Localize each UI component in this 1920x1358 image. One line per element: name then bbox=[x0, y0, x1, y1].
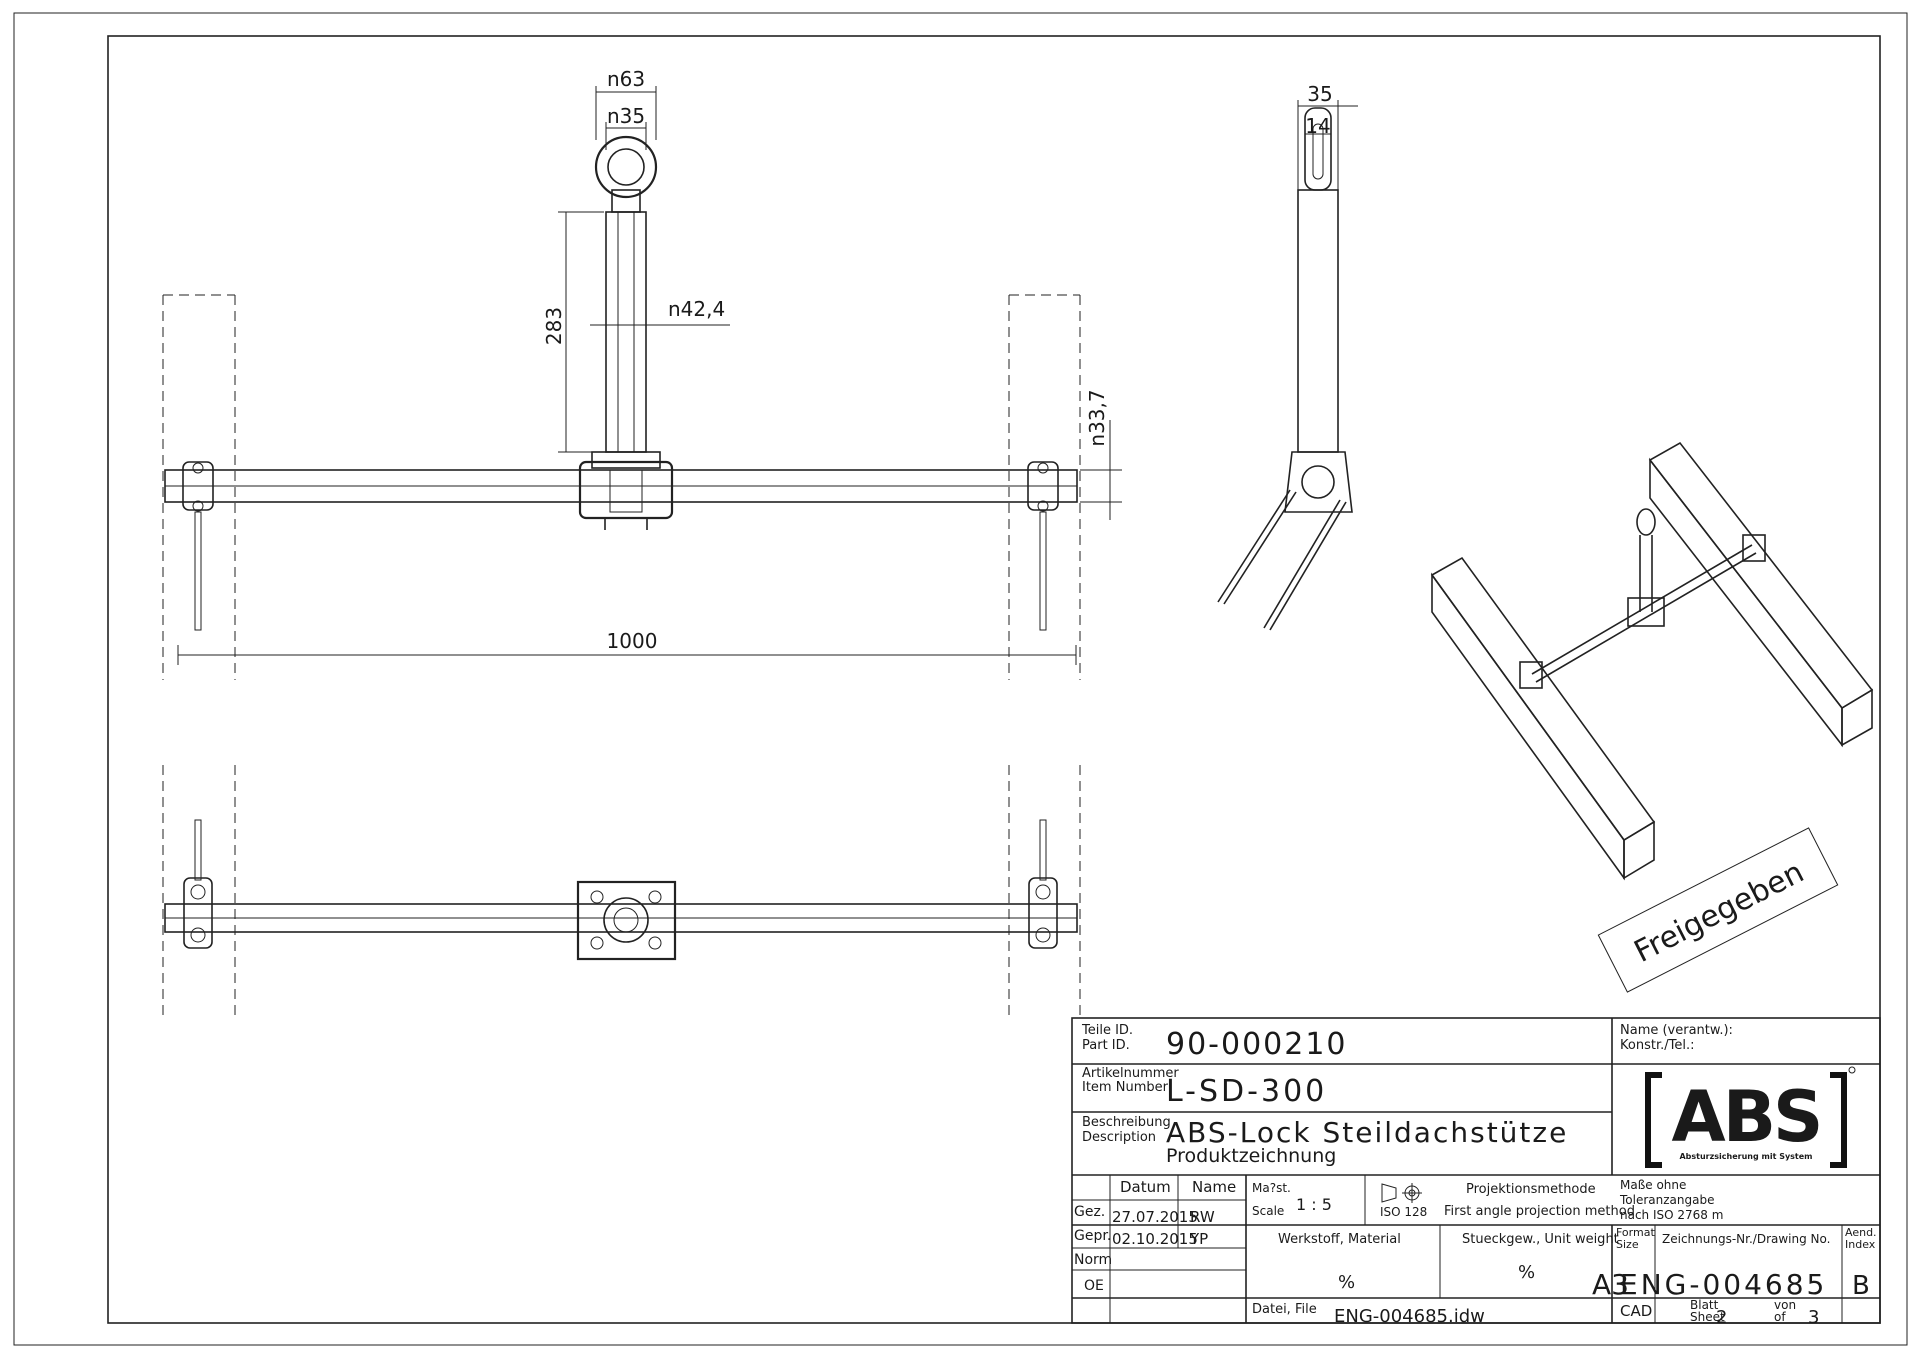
file-label: Datei, File bbox=[1252, 1302, 1317, 1317]
gez-date: 27.07.2015 bbox=[1112, 1208, 1198, 1226]
item-number: L-SD-300 bbox=[1166, 1074, 1327, 1109]
tolerance-line-3: nach ISO 2768 m bbox=[1620, 1208, 1723, 1222]
name-label: Name bbox=[1192, 1178, 1236, 1196]
logo-tagline: Absturzsicherung mit System bbox=[1679, 1152, 1812, 1161]
dim-total-length: 1000 bbox=[607, 629, 658, 653]
part-id-label-de: Teile ID. bbox=[1081, 1023, 1133, 1038]
gepr-name: YP bbox=[1189, 1230, 1208, 1248]
of-label-de: von bbox=[1774, 1298, 1796, 1312]
item-label-en: Item Number bbox=[1082, 1080, 1169, 1095]
gez-label: Gez. bbox=[1074, 1204, 1105, 1220]
dim-eye-inner: n35 bbox=[607, 104, 645, 128]
tolerance-line-2: Toleranzangabe bbox=[1619, 1193, 1714, 1207]
file-name: ENG-004685.idw bbox=[1334, 1306, 1485, 1327]
description-1: ABS-Lock Steildachstütze bbox=[1166, 1116, 1568, 1149]
tolerance-line-1: Maße ohne bbox=[1620, 1178, 1686, 1192]
part-id: 90-000210 bbox=[1166, 1027, 1348, 1062]
outer-frame bbox=[13, 12, 1908, 1346]
drawing-no: ENG-004685 bbox=[1620, 1268, 1827, 1301]
gez-name: RW bbox=[1190, 1208, 1215, 1226]
desc-label-de: Beschreibung bbox=[1082, 1115, 1171, 1130]
dim-eye-outer: n63 bbox=[607, 67, 645, 91]
dim-tube-diameter: n33,7 bbox=[1085, 389, 1109, 446]
description-2: Produktzeichnung bbox=[1166, 1145, 1336, 1167]
projection-iso: ISO 128 bbox=[1380, 1205, 1427, 1219]
responsible-label-2: Konstr./Tel.: bbox=[1620, 1038, 1694, 1053]
drawing-frame bbox=[107, 35, 1881, 1324]
part-id-label-en: Part ID. bbox=[1082, 1038, 1130, 1053]
dim-side-width: 35 bbox=[1307, 82, 1332, 106]
projection-label: Projektionsmethode bbox=[1466, 1182, 1596, 1197]
top-view bbox=[162, 765, 1081, 1015]
dim-post-height: 283 bbox=[542, 307, 566, 345]
item-label-de: Artikelnummer bbox=[1082, 1066, 1179, 1081]
gepr-label: Gepr. bbox=[1074, 1228, 1111, 1244]
scale-label-de: Ma?st. bbox=[1252, 1181, 1291, 1195]
format-label-en: Size bbox=[1616, 1238, 1639, 1251]
release-stamp: Freigegeben bbox=[1597, 827, 1839, 993]
norm-label: Norm bbox=[1074, 1252, 1112, 1268]
abs-logo: ABS Absturzsicherung mit System bbox=[1645, 1066, 1856, 1168]
scale-label-en: Scale bbox=[1252, 1204, 1284, 1218]
projection-symbol-icon bbox=[1381, 1183, 1422, 1203]
oe-label: OE bbox=[1084, 1278, 1104, 1294]
sheet-total: 3 bbox=[1808, 1307, 1819, 1328]
projection-method: First angle projection method bbox=[1444, 1204, 1635, 1219]
datum-label: Datum bbox=[1120, 1178, 1171, 1196]
desc-label-en: Description bbox=[1082, 1130, 1156, 1145]
title-block: Teile ID. Part ID. 90-000210 Artikelnumm… bbox=[1071, 1017, 1881, 1328]
material-label: Werkstoff, Material bbox=[1278, 1232, 1401, 1247]
scale: 1 : 5 bbox=[1296, 1195, 1332, 1214]
of-label-en: of bbox=[1774, 1310, 1786, 1324]
cad-label: CAD bbox=[1620, 1302, 1652, 1320]
dim-post-diameter: n42,4 bbox=[668, 297, 725, 321]
sheet-label-de: Blatt bbox=[1690, 1298, 1719, 1312]
side-view: 35 14 bbox=[1217, 82, 1358, 631]
isometric-view bbox=[1430, 441, 1874, 881]
front-view: n63 n35 283 n42,4 n33,7 1000 bbox=[162, 67, 1122, 680]
responsible-label-1: Name (verantw.): bbox=[1620, 1023, 1733, 1038]
sheet-no: 2 bbox=[1716, 1307, 1727, 1328]
gepr-date: 02.10.2015 bbox=[1112, 1230, 1198, 1248]
logo-text: ABS bbox=[1672, 1076, 1821, 1158]
weight-value: % bbox=[1518, 1262, 1535, 1283]
revision-label-en: Index bbox=[1845, 1238, 1876, 1251]
stamp-text: Freigegeben bbox=[1629, 855, 1810, 970]
weight-label: Stueckgew., Unit weight bbox=[1462, 1232, 1619, 1247]
material-value: % bbox=[1338, 1272, 1355, 1293]
format-value: A3 bbox=[1592, 1268, 1629, 1301]
revision: B bbox=[1852, 1271, 1870, 1301]
format-label-de: Format bbox=[1616, 1226, 1655, 1239]
dim-side-inner: 14 bbox=[1305, 114, 1330, 138]
drawing-no-label: Zeichnungs-Nr./Drawing No. bbox=[1662, 1232, 1830, 1246]
sheet-label-en: Sheet bbox=[1690, 1310, 1725, 1324]
revision-label-de: Aend. bbox=[1845, 1226, 1877, 1239]
